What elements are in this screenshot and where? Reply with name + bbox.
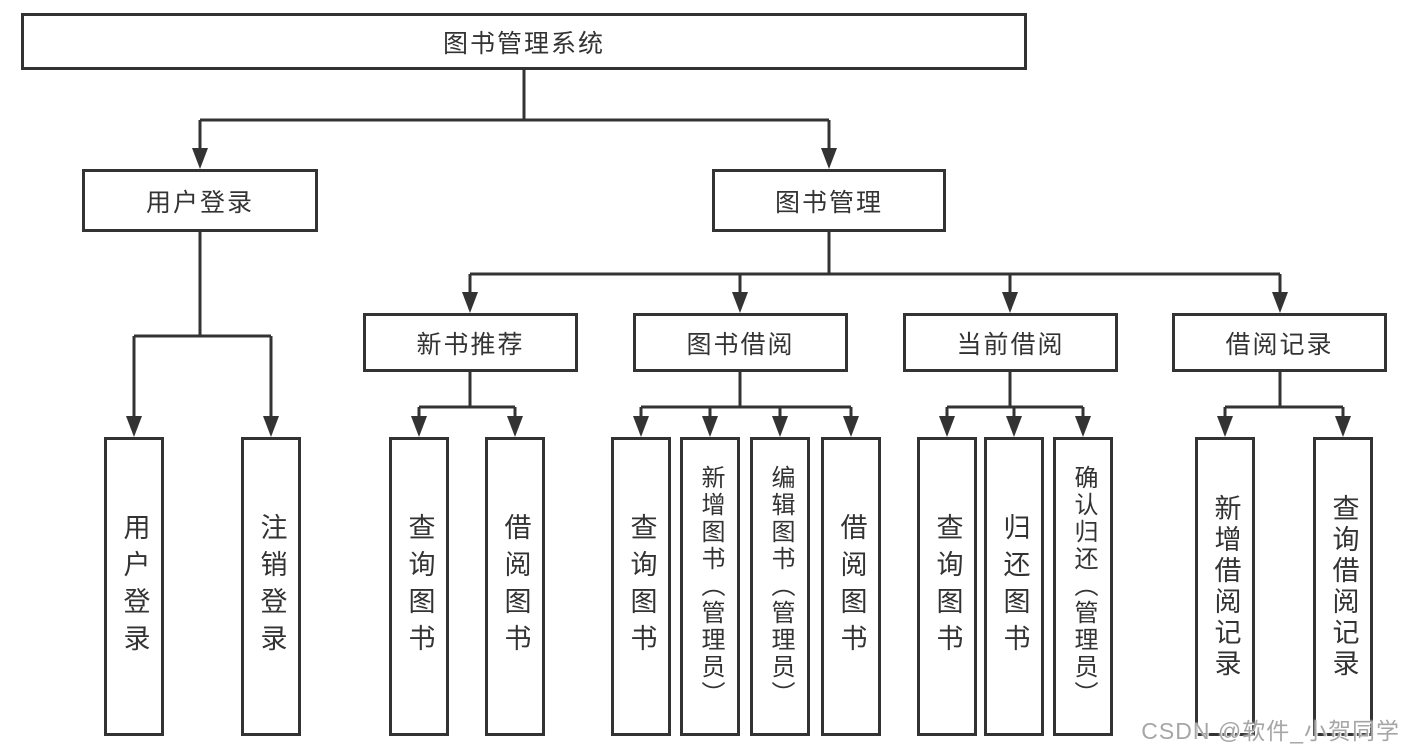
leaf-return-book: 归还图书 xyxy=(984,437,1044,736)
node-borrow-records-label: 借阅记录 xyxy=(1225,330,1334,359)
arrowhead xyxy=(507,416,523,437)
leaf-edit-book-admin: 编辑图书（管理员） xyxy=(750,437,810,736)
leaf-add-borrow-record: 新增借阅记录 xyxy=(1195,437,1255,736)
node-user-login-label: 用户登录 xyxy=(145,188,254,217)
connector-userlogin-to-leaves xyxy=(132,232,273,419)
leaf-query-book-3-label: 查询图书 xyxy=(932,512,963,661)
arrowhead xyxy=(939,416,955,437)
leaf-logout-label: 注销登录 xyxy=(256,512,287,661)
arrowhead xyxy=(1272,292,1288,313)
arrowhead xyxy=(1217,416,1233,437)
leaf-query-borrow-record: 查询借阅记录 xyxy=(1313,437,1373,736)
arrowhead xyxy=(263,416,279,437)
connector-borrow-to-leaves xyxy=(639,372,853,420)
leaf-add-book-admin-label: 新增图书（管理员） xyxy=(697,465,724,708)
arrowhead xyxy=(1075,416,1091,437)
csdn-watermark: CSDN @软件_小贺同学 xyxy=(1141,718,1400,744)
arrowhead xyxy=(462,292,478,313)
leaf-query-borrow-record-label: 查询借阅记录 xyxy=(1328,493,1359,680)
arrowheads xyxy=(126,148,1351,437)
connector-newbook-to-leaves xyxy=(417,372,517,420)
leaf-borrow-book-1: 借阅图书 xyxy=(485,437,545,736)
node-current-borrow-label: 当前借阅 xyxy=(956,330,1065,359)
arrowhead xyxy=(1006,416,1022,437)
node-book-management-label: 图书管理 xyxy=(774,188,883,217)
connector-current-to-leaves xyxy=(945,372,1085,420)
node-book-borrow: 图书借阅 xyxy=(633,313,848,372)
leaf-borrow-book-2: 借阅图书 xyxy=(821,437,881,736)
arrowhead xyxy=(732,292,748,313)
leaf-query-book-3: 查询图书 xyxy=(917,437,977,736)
connector-records-to-leaves xyxy=(1223,372,1345,420)
leaf-query-book-2-label: 查询图书 xyxy=(626,512,657,661)
leaf-logout: 注销登录 xyxy=(241,437,301,736)
leaf-borrow-book-1-label: 借阅图书 xyxy=(500,512,531,661)
leaf-query-book-1: 查询图书 xyxy=(389,437,449,736)
node-book-borrow-label: 图书借阅 xyxy=(686,330,795,359)
leaf-add-borrow-record-label: 新增借阅记录 xyxy=(1210,493,1241,680)
connector-root-to-level2 xyxy=(198,70,831,151)
leaf-confirm-return-admin: 确认归还（管理员） xyxy=(1053,437,1113,736)
leaf-user-login-label: 用户登录 xyxy=(119,512,150,661)
arrowhead xyxy=(411,416,427,437)
leaf-add-book-admin: 新增图书（管理员） xyxy=(680,437,740,736)
arrowhead xyxy=(772,416,788,437)
arrowhead xyxy=(821,148,837,169)
node-new-book-recommend-label: 新书推荐 xyxy=(416,330,525,359)
arrowhead xyxy=(1002,292,1018,313)
node-user-login: 用户登录 xyxy=(82,169,318,232)
connector-bookmgmt-to-level3 xyxy=(468,232,1282,296)
leaf-edit-book-admin-label: 编辑图书（管理员） xyxy=(767,465,794,708)
arrowhead xyxy=(192,148,208,169)
node-root: 图书管理系统 xyxy=(21,13,1027,70)
leaf-query-book-2: 查询图书 xyxy=(611,437,671,736)
arrowhead xyxy=(126,416,142,437)
leaf-borrow-book-2-label: 借阅图书 xyxy=(836,512,867,661)
arrowhead xyxy=(633,416,649,437)
arrowhead xyxy=(1335,416,1351,437)
leaf-query-book-1-label: 查询图书 xyxy=(404,512,435,661)
arrowhead xyxy=(843,416,859,437)
leaf-return-book-label: 归还图书 xyxy=(999,512,1030,661)
node-current-borrow: 当前借阅 xyxy=(903,313,1118,372)
node-new-book-recommend: 新书推荐 xyxy=(363,313,578,372)
node-borrow-records: 借阅记录 xyxy=(1172,313,1387,372)
leaf-confirm-return-admin-label: 确认归还（管理员） xyxy=(1070,465,1097,708)
node-book-management: 图书管理 xyxy=(712,169,946,232)
leaf-user-login: 用户登录 xyxy=(104,437,164,736)
node-root-label: 图书管理系统 xyxy=(442,29,605,58)
arrowhead xyxy=(702,416,718,437)
